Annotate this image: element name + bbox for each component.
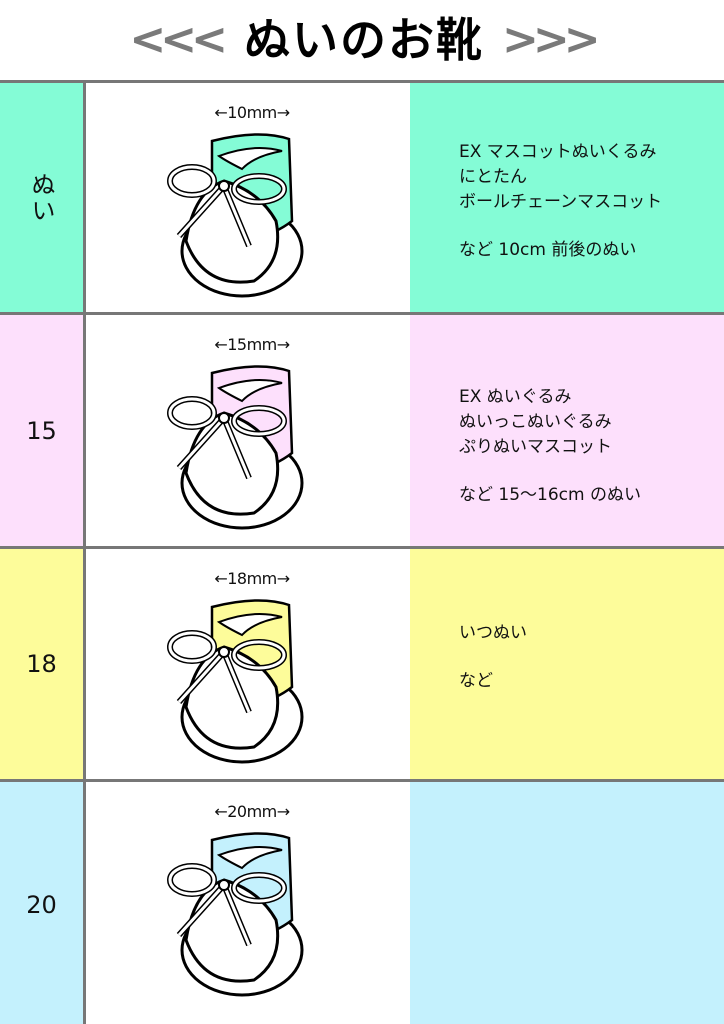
shoe-icon <box>167 365 304 530</box>
shoe-icon <box>167 133 304 298</box>
shoe-width-dimension: ←18mm→ <box>214 569 290 588</box>
shoe-illustration-cell: ←15mm→ <box>89 315 410 546</box>
size-row-18: 18 ←18mm→ いつぬい <box>0 549 724 782</box>
description-note: など 15〜16cm のぬい <box>459 485 641 505</box>
right-arrows-decoration: >>> <box>502 14 601 65</box>
shoe-icon <box>167 832 304 997</box>
left-arrows-decoration: <<< <box>129 14 228 65</box>
shoe-illustration-cell: ←18mm→ <box>89 549 410 779</box>
shoe-illustration-cell: ←20mm→ <box>89 782 410 1024</box>
description-line: ボールチェーンマスコット <box>459 192 663 212</box>
shoe-width-dimension: ←10mm→ <box>214 103 290 122</box>
page-title: ぬいのお靴 <box>244 13 484 67</box>
description-cell <box>410 782 724 1024</box>
description-line: ぬいっこぬいぐるみ <box>459 412 612 432</box>
description-line: ぷりぬいマスコット <box>459 437 612 457</box>
description-cell: EX ぬいぐるみ ぬいっこぬいぐるみ ぷりぬいマスコット など 15〜16cm … <box>410 315 724 546</box>
size-label: ぬい <box>0 83 86 312</box>
shoe-width-dimension: ←15mm→ <box>214 335 290 354</box>
description-cell: EX マスコットぬいくるみ にとたん ボールチェーンマスコット など 10cm … <box>410 83 724 312</box>
size-row-15: 15 ←15mm→ EX ぬいぐるみ <box>0 315 724 549</box>
size-label: 20 <box>0 782 86 1024</box>
title-bar: <<< ぬいのお靴 >>> <box>0 0 724 80</box>
description-line: にとたん <box>459 167 527 187</box>
size-row-20: 20 ←20mm→ <box>0 782 724 1024</box>
description-cell: いつぬい など <box>410 549 724 779</box>
shoe-size-table: ぬい ←10mm→ EX マスコット <box>0 80 724 1024</box>
description-note: など 10cm 前後のぬい <box>459 240 637 260</box>
size-label: 18 <box>0 549 86 779</box>
shoe-width-dimension: ←20mm→ <box>214 802 290 821</box>
size-row-nui: ぬい ←10mm→ EX マスコット <box>0 83 724 315</box>
description-line: EX マスコットぬいくるみ <box>459 142 657 162</box>
description-line: いつぬい <box>459 623 527 643</box>
shoe-illustration-cell: ←10mm→ <box>89 83 410 312</box>
description-note: など <box>459 671 493 691</box>
description-line: EX ぬいぐるみ <box>459 387 572 407</box>
size-label: 15 <box>0 315 86 546</box>
shoe-icon <box>167 599 304 764</box>
